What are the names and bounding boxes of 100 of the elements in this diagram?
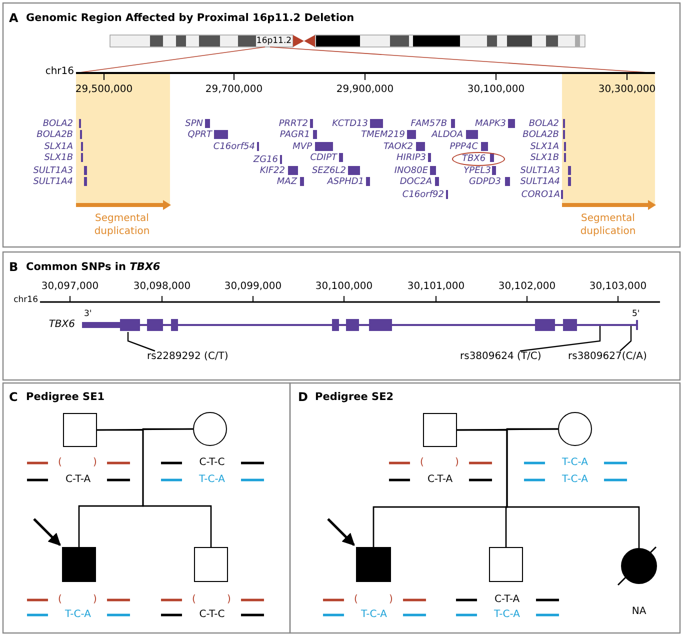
gene-name: SULT1A3 xyxy=(520,165,560,177)
axis-tick-label: chr16 xyxy=(45,66,74,78)
haplotype-text: T-C-A xyxy=(65,609,91,621)
haplotype-text: C-T-A xyxy=(427,474,453,486)
haplotype-text: C-T-C xyxy=(199,457,225,469)
gene-name: TAOK2 xyxy=(383,141,413,153)
haplotype-text: C-T-C xyxy=(199,609,225,621)
deletion-bracket: ) xyxy=(227,594,231,606)
deletion-bracket: ( xyxy=(58,594,62,606)
snp-label: rs3809624 (T/C) xyxy=(460,351,542,364)
deletion-bracket: ( xyxy=(192,594,196,606)
male-symbol xyxy=(194,547,228,582)
axis-tick-label: 30,103,000 xyxy=(589,281,647,293)
descent-line xyxy=(142,428,212,547)
leader-line xyxy=(127,332,156,352)
axis-tick-label: 29,700,000 xyxy=(205,84,263,96)
gene-name: SLX1A xyxy=(530,141,559,153)
gene-name: MAPK3 xyxy=(475,118,506,130)
axis-tick-label: 30,099,000 xyxy=(224,281,282,293)
gene-name: TMEM219 xyxy=(361,129,405,141)
gene-name: YPEL3 xyxy=(464,165,491,177)
affected-male-symbol xyxy=(356,547,391,582)
gene-name: GDPD3 xyxy=(469,176,501,188)
deletion-bracket: ( xyxy=(354,594,358,606)
gene-name: CDIPT xyxy=(310,152,337,164)
axis-tick-label: 30,097,000 xyxy=(41,281,99,293)
gene-name: DOC2A xyxy=(400,176,432,188)
gene-name: ASPHD1 xyxy=(327,176,364,188)
panel-title: Pedigree SE1 xyxy=(26,391,105,403)
gene-name: C16orf92 xyxy=(402,189,444,201)
haplotype-text: T-C-A xyxy=(494,609,520,621)
annotation-text: Segmental duplication xyxy=(93,212,151,238)
panel-title: Pedigree SE2 xyxy=(315,391,394,403)
haplotype-text: T-C-A xyxy=(361,609,387,621)
snp-label: rs3809627(C/A) xyxy=(568,351,647,364)
gene-name: SULT1A3 xyxy=(33,165,73,177)
gene-name: TBX6 xyxy=(462,153,486,165)
haplotype-text: T-C-A xyxy=(562,474,588,486)
panel-title: Common SNPs in TBX6 xyxy=(26,261,160,273)
gene-name: ZG16 xyxy=(253,154,278,166)
gene-name: TBX6 xyxy=(48,319,75,331)
female-symbol xyxy=(193,412,227,446)
panel-title: Genomic Region Affected by Proximal 16p11.2 Deletion xyxy=(26,12,354,24)
panel-letter: C xyxy=(9,391,18,403)
axis-tick-label: 30,100,000 xyxy=(467,84,525,96)
gene-name: SLX1A xyxy=(44,141,73,153)
gene-name: C16orf54 xyxy=(213,141,255,153)
axis-label: 5' xyxy=(632,308,640,320)
gene-name: SULT1A4 xyxy=(33,176,73,188)
gene-name: SPN xyxy=(185,118,203,130)
gene-name: HIRIP3 xyxy=(396,152,426,164)
gene-name: INO80E xyxy=(394,165,428,177)
male-symbol xyxy=(63,413,97,447)
proband-arrow xyxy=(33,518,61,546)
gene-name: SLX1B xyxy=(530,152,559,164)
axis-tick-label: 29,900,000 xyxy=(336,84,394,96)
gene-name: CORO1A xyxy=(521,189,560,201)
gene-name: MAZ xyxy=(276,176,297,188)
axis-label: chr16 xyxy=(14,294,38,306)
deletion-bracket: ) xyxy=(93,457,97,469)
snp-label: rs2289292 (C/T) xyxy=(147,351,228,364)
panel-letter: D xyxy=(298,391,308,403)
axis-label: 3' xyxy=(84,308,92,320)
haplotype-text: T-C-A xyxy=(562,457,588,469)
deletion-bracket: ) xyxy=(455,457,459,469)
gene-name: ALDOA xyxy=(432,129,463,141)
gene-name: SLX1B xyxy=(44,152,73,164)
gene-name: SEZ6L2 xyxy=(312,165,346,177)
deletion-bracket: ) xyxy=(93,594,97,606)
gene-name: BOLA2 xyxy=(528,118,559,130)
axis-tick-label: 30,100,000 xyxy=(315,281,373,293)
gene-name: KCTD13 xyxy=(332,118,368,130)
leader-line xyxy=(520,326,601,352)
male-symbol xyxy=(489,547,523,582)
deletion-bracket: ( xyxy=(420,457,424,469)
haplotype-text: C-T-A xyxy=(494,594,520,606)
gene-name: FAM57B xyxy=(410,118,447,130)
gene-name: PRRT2 xyxy=(278,118,308,130)
leader-line xyxy=(620,326,632,352)
deletion-bracket: ) xyxy=(389,594,393,606)
gene-name: BOLA2B xyxy=(36,129,73,141)
highlight-ellipse xyxy=(452,152,505,166)
gene-name: QPRT xyxy=(188,129,212,141)
gene-name: BOLA2 xyxy=(42,118,73,130)
haplotype-text: T-C-A xyxy=(199,474,225,486)
descent-line xyxy=(506,428,640,548)
status-text: NA xyxy=(632,606,646,618)
annotation-text: Segmental duplication xyxy=(579,212,637,238)
panel-letter: B xyxy=(9,261,18,273)
gene-name: SULT1A4 xyxy=(520,176,560,188)
deletion-bracket: ( xyxy=(58,457,62,469)
affected-male-symbol xyxy=(62,547,96,582)
male-symbol xyxy=(423,413,457,447)
haplotype-text: C-T-A xyxy=(65,474,91,486)
axis-tick-label: 30,101,000 xyxy=(407,281,465,293)
female-symbol xyxy=(558,412,592,446)
gene-name: BOLA2B xyxy=(522,129,559,141)
gene-name: KIF22 xyxy=(260,165,285,177)
proband-arrow xyxy=(327,518,355,546)
axis-tick-label: 30,098,000 xyxy=(133,281,191,293)
